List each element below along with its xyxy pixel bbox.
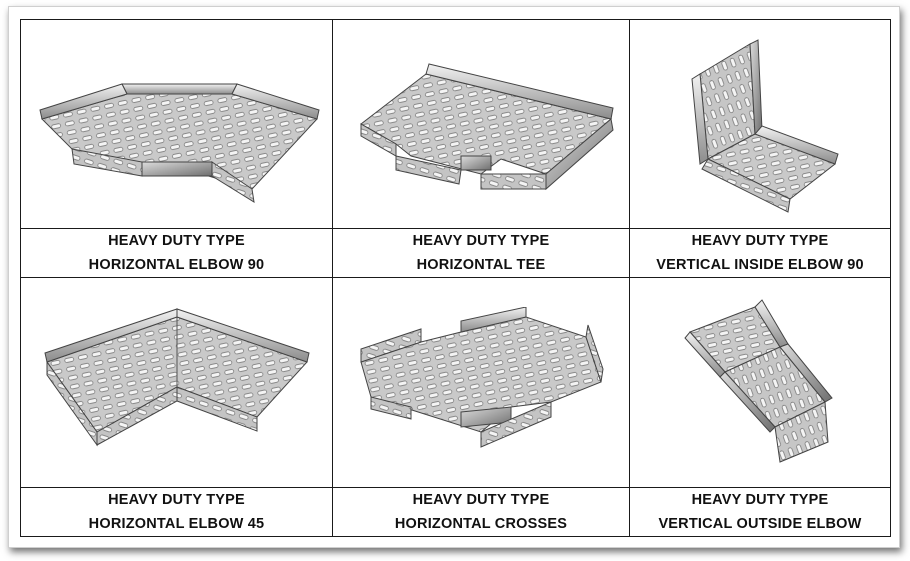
horizontal-elbow-45-icon (43, 308, 310, 448)
fitting-image-cell (332, 18, 630, 230)
label-row-1: HEAVY DUTY TYPE HORIZONTAL ELBOW 90 HEAV… (20, 228, 891, 279)
fitting-image-cell (629, 277, 891, 488)
fitting-label: HEAVY DUTY TYPE VERTICAL OUTSIDE ELBOW (629, 486, 891, 537)
fitting-type: HEAVY DUTY TYPE (108, 233, 245, 250)
fitting-type: HEAVY DUTY TYPE (412, 233, 550, 250)
fittings-table: HEAVY DUTY TYPE HORIZONTAL ELBOW 90 HEAV… (20, 18, 891, 537)
fitting-name: HORIZONTAL TEE (416, 257, 546, 274)
fitting-label: HEAVY DUTY TYPE HORIZONTAL CROSSES (332, 486, 630, 537)
fitting-type: HEAVY DUTY TYPE (691, 491, 829, 508)
fitting-type: HEAVY DUTY TYPE (108, 491, 245, 508)
fitting-type: HEAVY DUTY TYPE (412, 491, 550, 508)
fitting-label: HEAVY DUTY TYPE HORIZONTAL TEE (332, 228, 630, 279)
fitting-image-cell (20, 18, 333, 230)
fitting-image-cell (20, 277, 333, 488)
fitting-label: HEAVY DUTY TYPE VERTICAL INSIDE ELBOW 90 (629, 228, 891, 279)
vertical-outside-elbow-icon (684, 299, 833, 464)
horizontal-elbow-90-icon (38, 83, 320, 203)
label-row-2: HEAVY DUTY TYPE HORIZONTAL ELBOW 45 HEAV… (20, 486, 891, 537)
fitting-name: HORIZONTAL ELBOW 45 (88, 515, 265, 532)
fitting-name: HORIZONTAL ELBOW 90 (88, 257, 265, 274)
fitting-label: HEAVY DUTY TYPE HORIZONTAL ELBOW 90 (20, 228, 333, 279)
fittings-sheet: HEAVY DUTY TYPE HORIZONTAL ELBOW 90 HEAV… (8, 6, 900, 548)
horizontal-crosses-icon (360, 307, 604, 449)
horizontal-tee-icon (360, 63, 614, 191)
fitting-image-cell (629, 18, 891, 230)
fitting-name: VERTICAL INSIDE ELBOW 90 (656, 257, 864, 274)
fitting-image-cell (332, 277, 630, 488)
fitting-type: HEAVY DUTY TYPE (691, 233, 829, 250)
vertical-inside-elbow-90-icon (691, 39, 839, 213)
image-row-2 (20, 277, 891, 488)
fitting-label: HEAVY DUTY TYPE HORIZONTAL ELBOW 45 (20, 486, 333, 537)
fitting-name: VERTICAL OUTSIDE ELBOW (658, 515, 862, 532)
fitting-name: HORIZONTAL CROSSES (394, 515, 568, 532)
image-row-1 (20, 18, 891, 230)
